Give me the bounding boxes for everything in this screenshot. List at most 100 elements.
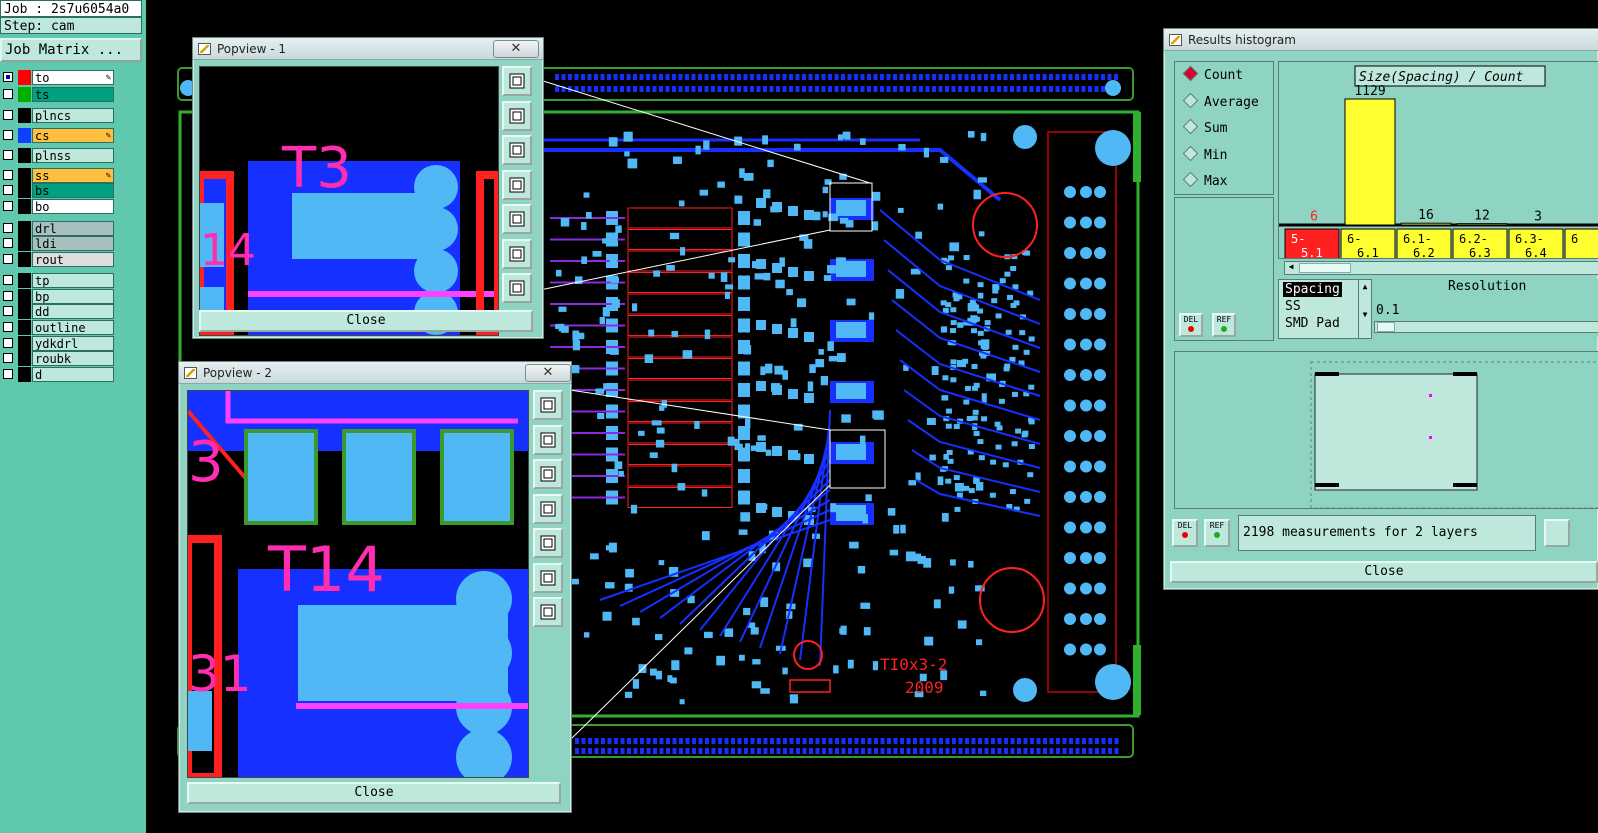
popview-2-close-button[interactable]: Close (187, 782, 561, 804)
resolution-slider[interactable] (1374, 321, 1598, 333)
option-max[interactable]: Max (1182, 171, 1227, 190)
ref-button[interactable]: REF (1212, 313, 1236, 337)
histogram-bar[interactable] (1288, 223, 1340, 226)
layer-name[interactable]: outline (32, 320, 114, 335)
layer-row[interactable]: ldi (0, 236, 116, 251)
histogram-bar[interactable] (1456, 223, 1508, 226)
popview-1-close-button[interactable]: Close (199, 310, 533, 332)
layer-name[interactable]: roubk (32, 351, 114, 366)
layer-checkbox[interactable] (3, 306, 13, 316)
ref-button-2[interactable]: REF (1204, 519, 1230, 547)
zoom-out-icon[interactable] (533, 459, 563, 489)
option-count[interactable]: Count (1182, 65, 1243, 84)
layer-checkbox[interactable] (3, 201, 13, 211)
bin-range-cell[interactable] (1340, 228, 1396, 258)
zoom-out-icon[interactable] (502, 135, 532, 165)
layer-name[interactable]: ldi (32, 236, 114, 251)
layer-row[interactable]: cs✎ (0, 128, 116, 143)
measure-type-item[interactable]: SS (1285, 299, 1301, 314)
option-sum[interactable]: Sum (1182, 118, 1227, 137)
layer-row[interactable]: ts (0, 87, 116, 102)
layer-name[interactable]: tp (32, 273, 114, 288)
layer-row[interactable]: bs (0, 183, 116, 198)
zoom-home-icon[interactable] (533, 390, 563, 420)
layer-name[interactable]: bp (32, 289, 114, 304)
layer-checkbox[interactable] (3, 254, 13, 264)
layer-checkbox[interactable] (3, 110, 13, 120)
layer-checkbox[interactable] (3, 238, 13, 248)
layer-name[interactable]: ss✎ (32, 168, 114, 183)
layer-checkbox[interactable] (3, 369, 13, 379)
layer-row[interactable]: to✎ (0, 70, 116, 85)
popview-1-view[interactable]: T3 14 (199, 66, 499, 336)
list-scrollbar[interactable]: ▲▼ (1358, 279, 1372, 339)
report-icon[interactable] (1544, 519, 1570, 547)
pan-left-icon[interactable] (502, 169, 532, 200)
layer-name[interactable]: dd (32, 304, 114, 319)
layer-name[interactable]: bs (32, 183, 114, 198)
layer-name[interactable]: bo (32, 199, 114, 214)
layer-row[interactable]: bp (0, 289, 116, 304)
layer-name[interactable]: plncs (32, 108, 114, 123)
layer-checkbox[interactable] (3, 322, 13, 332)
option-min[interactable]: Min (1182, 145, 1227, 164)
layer-row[interactable]: plncs (0, 108, 116, 123)
histogram-bar[interactable] (1344, 98, 1396, 226)
layer-row[interactable]: drl (0, 221, 116, 236)
layer-checkbox[interactable] (3, 185, 13, 195)
layer-checkbox[interactable] (3, 353, 13, 363)
layer-name[interactable]: plnss (32, 148, 114, 163)
layer-row[interactable]: bo (0, 199, 116, 214)
job-matrix-button[interactable]: Job Matrix ... (0, 38, 142, 62)
popview-1-title[interactable]: Popview - 1 (193, 38, 543, 60)
bin-range-cell[interactable] (1284, 228, 1340, 258)
layer-name[interactable]: d (32, 367, 114, 382)
layer-row[interactable]: outline (0, 320, 116, 335)
fit-screen-icon[interactable] (502, 273, 532, 303)
popview-2-title[interactable]: Popview - 2 (179, 362, 571, 384)
del-button[interactable]: DEL (1179, 313, 1203, 337)
layer-row[interactable]: rout (0, 252, 116, 267)
layer-checkbox[interactable] (3, 150, 13, 160)
histogram-bar[interactable] (1400, 222, 1452, 226)
popview-2-view[interactable]: T14 3 31 (187, 390, 529, 778)
layer-checkbox[interactable] (3, 223, 13, 233)
layer-row[interactable]: plnss (0, 148, 116, 163)
histogram-close-button[interactable]: Close (1170, 561, 1598, 583)
measure-type-item[interactable]: Spacing (1283, 282, 1342, 297)
layer-checkbox[interactable] (3, 338, 13, 348)
bin-range-cell[interactable] (1396, 228, 1452, 258)
zoom-in-icon[interactable] (533, 424, 563, 455)
layer-checkbox[interactable] (3, 275, 13, 285)
results-histogram-title[interactable]: Results histogram (1164, 29, 1598, 51)
option-average[interactable]: Average (1182, 92, 1259, 111)
fit-screen-icon[interactable] (533, 597, 563, 627)
zoom-in-icon[interactable] (502, 100, 532, 131)
close-icon[interactable]: ✕ (493, 40, 539, 58)
layer-row[interactable]: tp (0, 273, 116, 288)
bin-range-cell[interactable] (1508, 228, 1564, 258)
layer-row[interactable]: d (0, 367, 116, 382)
layer-name[interactable]: ts (32, 87, 114, 102)
layer-name[interactable]: drl (32, 221, 114, 236)
histogram-scrollbar[interactable]: ◀ (1284, 261, 1598, 275)
pan-right-icon[interactable] (533, 528, 563, 558)
bin-range-cell[interactable] (1452, 228, 1508, 258)
layer-checkbox[interactable] (3, 170, 13, 180)
layer-row[interactable]: dd (0, 304, 116, 319)
layer-name[interactable]: rout (32, 252, 114, 267)
zoom-home-icon[interactable] (502, 66, 532, 96)
pan-right-icon[interactable] (502, 204, 532, 234)
layer-checkbox[interactable] (3, 72, 13, 82)
layer-name[interactable]: ydkdrl (32, 336, 114, 351)
layer-row[interactable]: ydkdrl (0, 336, 116, 351)
layer-checkbox[interactable] (3, 130, 13, 140)
pan-left-icon[interactable] (533, 493, 563, 524)
fit-window-icon[interactable] (533, 562, 563, 593)
bin-range-cell[interactable] (1564, 228, 1598, 258)
measure-type-item[interactable]: SMD Pad (1285, 316, 1340, 331)
fit-window-icon[interactable] (502, 238, 532, 269)
layer-row[interactable]: roubk (0, 351, 116, 366)
